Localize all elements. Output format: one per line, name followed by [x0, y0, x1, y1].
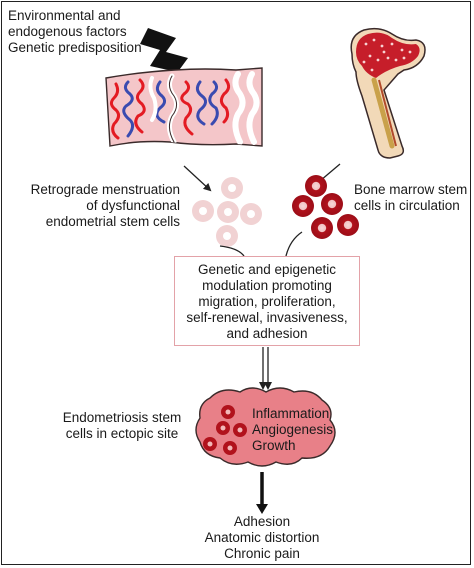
modulation-line-5: and adhesion [226, 326, 308, 341]
endometrium-tissue [105, 67, 263, 147]
femur-bone [350, 27, 426, 159]
retrograde-label: Retrograde menstruation of dysfunctional… [31, 182, 180, 230]
factors-label: Environmental and endogenous factors Gen… [8, 8, 142, 56]
ectopic-stem-cells [203, 405, 247, 455]
ectopic-label: Endometriosis stem cells in ectopic site [52, 410, 192, 442]
factors-line-2: endogenous factors [8, 24, 127, 39]
outcomes-label: Adhesion Anatomic distortion Chronic pai… [192, 514, 332, 562]
modulation-line-3: migration, proliferation, [198, 294, 336, 309]
ectopic-line-1: Endometriosis stem [62, 410, 182, 425]
arrow-head-outcomes [256, 504, 268, 514]
factors-line-3: Genetic predisposition [8, 40, 142, 55]
lesion-line-2: Angiogenesis [252, 422, 334, 437]
outcomes-line-1: Adhesion [233, 514, 291, 529]
modulation-line-4: self-renewal, invasiveness, [186, 310, 348, 325]
modulation-label: Genetic and epigenetic modulation promot… [174, 262, 360, 342]
modulation-line-1: Genetic and epigenetic [197, 262, 337, 277]
converge-line-left [219, 245, 245, 257]
lesion-processes: Inflammation Angiogenesis Growth [252, 406, 333, 454]
factors-line-1: Environmental and [8, 8, 121, 23]
bone-marrow-line-1: Bone marrow stem [354, 182, 468, 197]
ectopic-line-2: cells in ectopic site [65, 426, 179, 441]
retrograde-line-3: endometrial stem cells [45, 214, 180, 229]
retrograde-line-1: Retrograde menstruation [30, 182, 180, 197]
retrograde-line-2: of dysfunctional [86, 198, 180, 213]
lesion-line-3: Growth [252, 438, 296, 453]
lesion-line-1: Inflammation [252, 406, 330, 421]
modulation-box [174, 256, 360, 346]
converge-line-right [285, 231, 303, 257]
modulation-line-2: modulation promoting [202, 278, 332, 293]
endometrial-stem-cells [192, 177, 262, 247]
outcomes-line-3: Chronic pain [224, 546, 300, 561]
bone-marrow-label: Bone marrow stem cells in circulation [354, 182, 467, 214]
arrow-tissue-to-cells [183, 165, 212, 192]
outcomes-line-2: Anatomic distortion [204, 530, 320, 545]
bone-marrow-stem-cells [292, 175, 359, 239]
bone-marrow-line-2: cells in circulation [354, 198, 460, 213]
